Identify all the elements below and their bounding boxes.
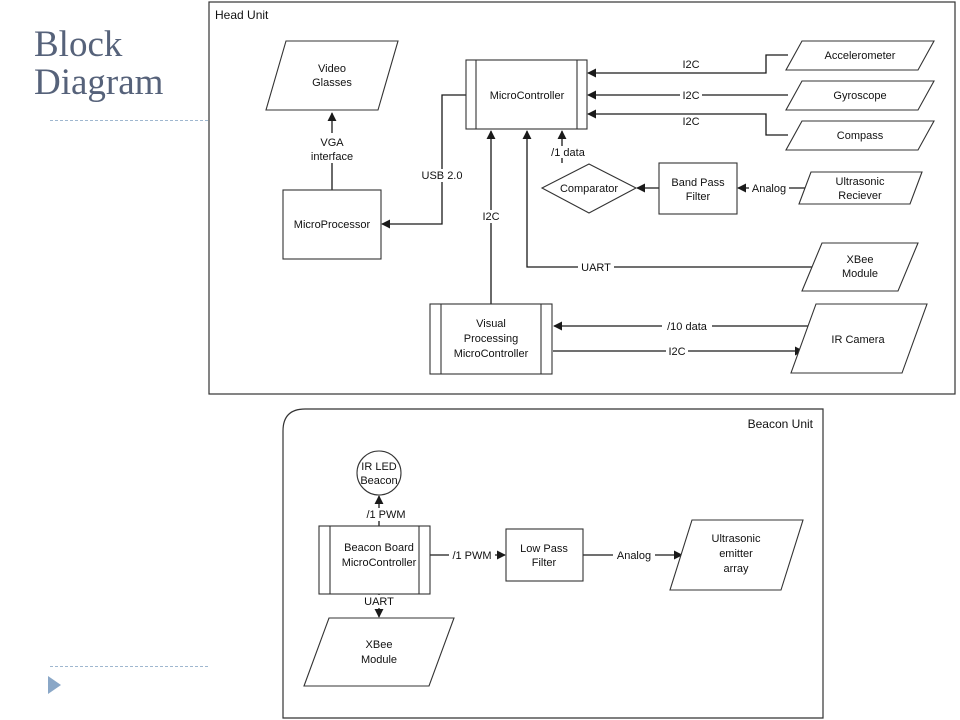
head-unit-title: Head Unit [215, 8, 269, 22]
svg-text:Band Pass: Band Pass [671, 177, 725, 189]
ultrasonic-emitter-block: Ultrasonic emitter array [669, 519, 804, 591]
usb-connector [381, 94, 466, 229]
svg-text:MicroController: MicroController [454, 348, 529, 360]
svg-text:Visual: Visual [476, 318, 506, 330]
uart-connector [522, 130, 812, 268]
svg-text:array: array [723, 563, 749, 575]
usb-label: USB 2.0 [422, 170, 463, 182]
data-10-label: /10 data [667, 321, 708, 333]
beacon-board-block: Beacon Board MicroController [318, 525, 431, 595]
compass-connector [587, 109, 788, 136]
video-glasses-block: Video Glasses [265, 40, 399, 111]
svg-text:emitter: emitter [719, 548, 753, 560]
analog-label: Analog [752, 183, 786, 195]
svg-text:Video: Video [318, 63, 346, 75]
gyroscope-block: Gyroscope [785, 80, 935, 111]
svg-text:Gyroscope: Gyroscope [833, 90, 886, 102]
svg-text:Module: Module [842, 268, 878, 280]
ir-camera-block: IR Camera [790, 303, 928, 374]
svg-text:Beacon: Beacon [360, 475, 397, 487]
beacon-unit-labels: /1 PWM /1 PWM Analog UART [361, 508, 655, 608]
pwm-right-label: /1 PWM [452, 550, 491, 562]
svg-text:Ultrasonic: Ultrasonic [836, 176, 885, 188]
accelerometer-connector [587, 54, 788, 78]
slide-title-line-2: Diagram [34, 62, 164, 103]
i2c-gyroscope-label: I2C [682, 90, 699, 102]
band-pass-filter-block: Band Pass Filter [658, 162, 738, 215]
svg-text:MicroProcessor: MicroProcessor [294, 219, 371, 231]
compass-block: Compass [785, 120, 935, 151]
i2c-accelerometer-label: I2C [682, 59, 699, 71]
slide-title: Block Diagram [34, 26, 214, 102]
vga-label-line-1: VGA [320, 137, 344, 149]
uart-label: UART [581, 262, 611, 274]
svg-text:XBee: XBee [366, 639, 393, 651]
svg-text:Filter: Filter [686, 191, 711, 203]
ir-led-beacon-block: IR LED Beacon [356, 450, 402, 496]
microcontroller-block: MicroController [465, 59, 588, 130]
beacon-unit-title: Beacon Unit [748, 417, 814, 431]
analog-beacon-label: Analog [617, 550, 651, 562]
svg-text:Module: Module [361, 654, 397, 666]
comparator-block: Comparator [540, 163, 638, 214]
svg-text:Glasses: Glasses [312, 77, 352, 89]
xbee-module-block: XBee Module [801, 242, 919, 292]
svg-text:Beacon Board: Beacon Board [344, 542, 414, 554]
footer-divider [50, 666, 208, 667]
svg-text:Low Pass: Low Pass [520, 543, 568, 555]
accelerometer-block: Accelerometer [785, 40, 935, 71]
svg-text:Compass: Compass [837, 130, 884, 142]
head-unit-labels: VGA interface USB 2.0 I2C I2C I2C /1 dat… [311, 58, 789, 358]
pwm-up-label: /1 PWM [366, 509, 405, 521]
i2c-compass-label: I2C [682, 116, 699, 128]
svg-text:IR LED: IR LED [361, 461, 397, 473]
microprocessor-block: MicroProcessor [282, 189, 382, 260]
ultrasonic-receiver-block: Ultrasonic Reciever [798, 171, 923, 205]
svg-text:Comparator: Comparator [560, 183, 618, 195]
vga-label-line-2: interface [311, 151, 353, 163]
data-1-label: /1 data [551, 147, 586, 159]
svg-text:MicroController: MicroController [342, 557, 417, 569]
slide-title-line-1: Block [34, 24, 123, 65]
svg-text:MicroController: MicroController [490, 90, 565, 102]
beacon-xbee-module-block: XBee Module [303, 617, 455, 687]
uart-beacon-label: UART [364, 596, 394, 608]
svg-text:Filter: Filter [532, 557, 557, 569]
head-unit-blocks: Video Glasses MicroProcessor MicroContro… [265, 40, 935, 375]
visual-processing-block: Visual Processing MicroController [429, 303, 553, 375]
bullet-arrow-icon [48, 676, 61, 694]
svg-text:Accelerometer: Accelerometer [825, 50, 896, 62]
svg-text:Processing: Processing [464, 333, 518, 345]
low-pass-filter-block: Low Pass Filter [505, 528, 584, 582]
svg-text:IR Camera: IR Camera [831, 334, 885, 346]
svg-text:XBee: XBee [847, 254, 874, 266]
beacon-unit-blocks: IR LED Beacon Beacon Board MicroControll… [303, 450, 804, 687]
i2c-vertical-label: I2C [482, 211, 499, 223]
svg-text:Ultrasonic: Ultrasonic [712, 533, 761, 545]
i2c-camera-label: I2C [668, 346, 685, 358]
title-divider [50, 120, 208, 121]
svg-text:Reciever: Reciever [838, 190, 882, 202]
